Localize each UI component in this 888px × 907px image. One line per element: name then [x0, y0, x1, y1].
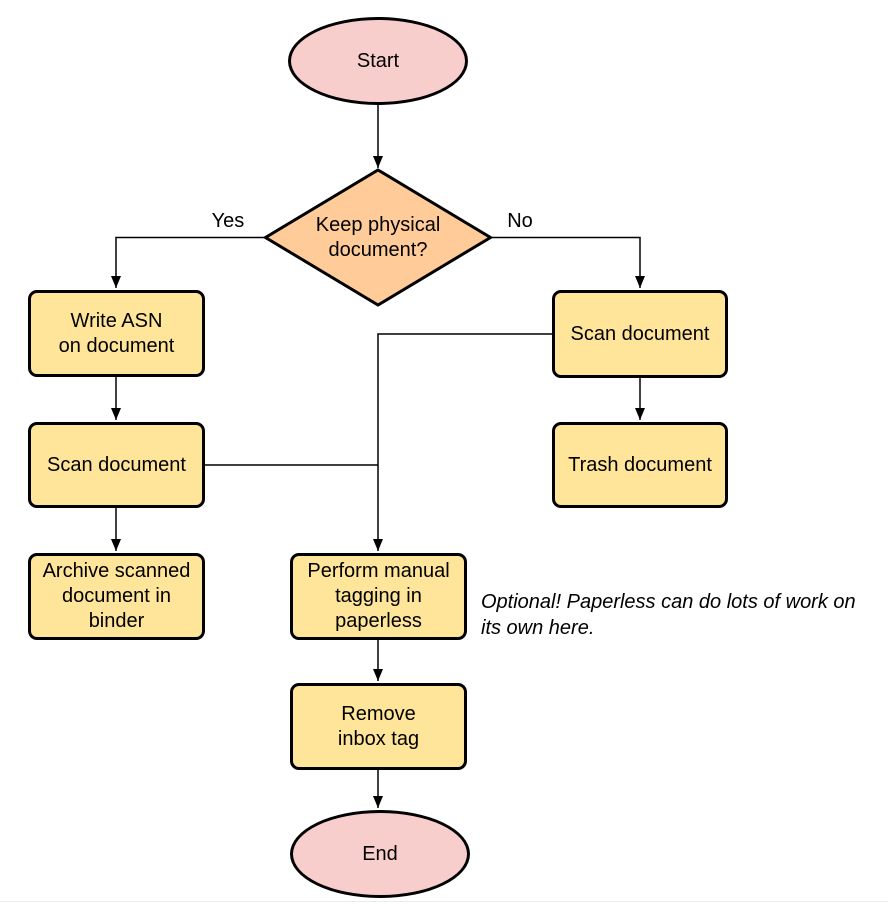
edge-label-yes: Yes: [211, 210, 245, 232]
edge-scan-right-to-perform-tagging: [373, 333, 552, 551]
node-decision-shape: [262, 168, 494, 307]
node-archive-label: Archive scanned document in binder: [42, 560, 191, 632]
node-scan-right: Scan document: [552, 290, 728, 378]
node-trash-label: Trash document: [568, 453, 712, 476]
node-remove-inbox: Remove inbox tag: [290, 683, 467, 770]
node-end: End: [290, 810, 470, 898]
node-trash: Trash document: [552, 422, 728, 508]
edge-decision-to-scan-right: [491, 236, 645, 288]
node-write-asn: Write ASN on document: [28, 290, 205, 377]
node-start: Start: [288, 17, 468, 105]
node-decision-label: Keep physical document?: [315, 214, 441, 261]
node-end-label: End: [362, 842, 398, 865]
annotation-optional-note: Optional! Paperless can do lots of work …: [481, 591, 856, 639]
edge-decision-to-write-asn: [111, 236, 265, 288]
node-perform-tagging: Perform manual tagging in paperless: [290, 553, 467, 640]
node-remove-inbox-label: Remove inbox tag: [337, 702, 420, 750]
node-start-label: Start: [356, 49, 400, 72]
node-scan-left: Scan document: [28, 422, 205, 508]
bottom-divider: [0, 901, 888, 902]
node-scan-left-label: Scan document: [47, 453, 186, 476]
edge-label-no: No: [507, 210, 533, 232]
node-perform-tagging-label: Perform manual tagging in paperless: [307, 560, 450, 632]
node-archive: Archive scanned document in binder: [28, 553, 205, 640]
node-write-asn-label: Write ASN on document: [58, 309, 175, 357]
node-scan-right-label: Scan document: [570, 322, 710, 345]
